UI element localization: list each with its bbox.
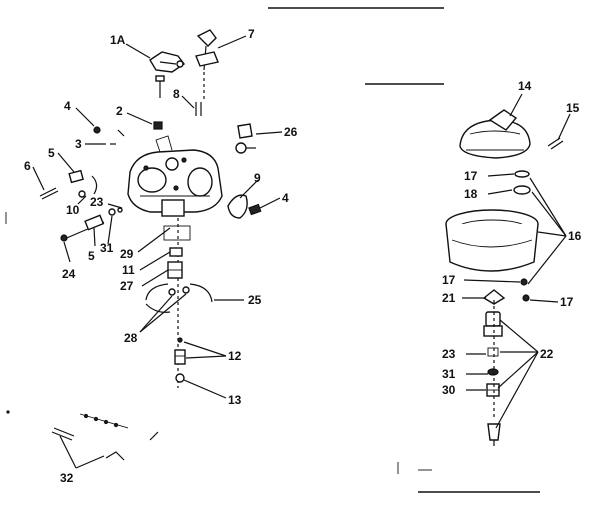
callout-22: 22 [540,347,554,361]
callout-5-lower: 5 [88,249,95,263]
callout-15: 15 [566,101,580,115]
callout-4-top: 4 [64,99,71,113]
callout-26: 26 [284,125,298,139]
part-6-drawing [39,187,59,200]
part-16-drawing [445,209,539,302]
part-28-drawing [168,286,190,296]
callout-27: 27 [120,279,134,293]
callout-32: 32 [60,471,74,485]
part-14-drawing [459,109,531,159]
parts-12-13-drawing [174,337,186,383]
part-26-drawing [235,123,256,154]
callout-10: 10 [66,203,80,217]
parts-2-3-4-drawing [93,121,163,145]
callout-17-right: 17 [560,295,574,309]
callout-9: 9 [254,171,261,185]
callout-8: 8 [173,87,180,101]
callout-28: 28 [124,331,138,345]
carburetor-assembly [6,29,262,461]
callout-24: 24 [62,267,76,281]
callout-11: 11 [122,263,135,277]
air-cleaner-assembly [445,109,564,446]
needle-assembly-drawing [60,207,123,242]
part-15-drawing [547,137,564,150]
part-32-drawing [6,410,159,461]
parts-17-18-drawing [513,170,531,195]
callout-29: 29 [120,247,134,261]
callout-13: 13 [228,393,242,407]
carburetor-body-drawing [127,135,223,217]
callout-16: 16 [568,229,582,243]
callout-1a: 1A [110,33,126,47]
part-8-drawing [155,75,202,116]
callout-5-upper: 5 [48,146,55,160]
callout-6: 6 [24,159,31,173]
callout-14: 14 [518,79,532,93]
callout-2: 2 [116,104,123,118]
callout-30: 30 [442,383,456,397]
callout-17-top: 17 [464,169,478,183]
callout-7: 7 [248,27,255,41]
callout-labels: 1A 7 8 4 2 3 26 5 6 10 23 9 4 5 31 24 29… [24,27,582,485]
part-1a-drawing [149,51,186,73]
callout-31-right: 31 [442,367,456,381]
frame-rules [5,7,540,493]
parts-5-10-drawing [68,169,98,198]
callout-31-left: 31 [100,241,114,255]
callout-17-mid: 17 [442,273,456,287]
parts-9-4-right-drawing [227,194,262,219]
callout-3: 3 [75,137,82,151]
part-25-drawing [145,283,213,313]
float-stack-drawing [163,225,191,279]
part-21-drawing [482,289,506,305]
callout-21: 21 [442,291,456,305]
leader-lines-left [32,35,283,469]
part-7-drawing [195,29,219,71]
leader-lines-right [462,93,571,429]
callout-23-right: 23 [442,347,456,361]
callout-4-right: 4 [282,191,289,205]
callout-18: 18 [464,187,478,201]
callout-23-left: 23 [90,195,104,209]
parts-22-stack-drawing [483,311,503,446]
callout-12: 12 [228,349,242,363]
callout-25: 25 [248,293,262,307]
